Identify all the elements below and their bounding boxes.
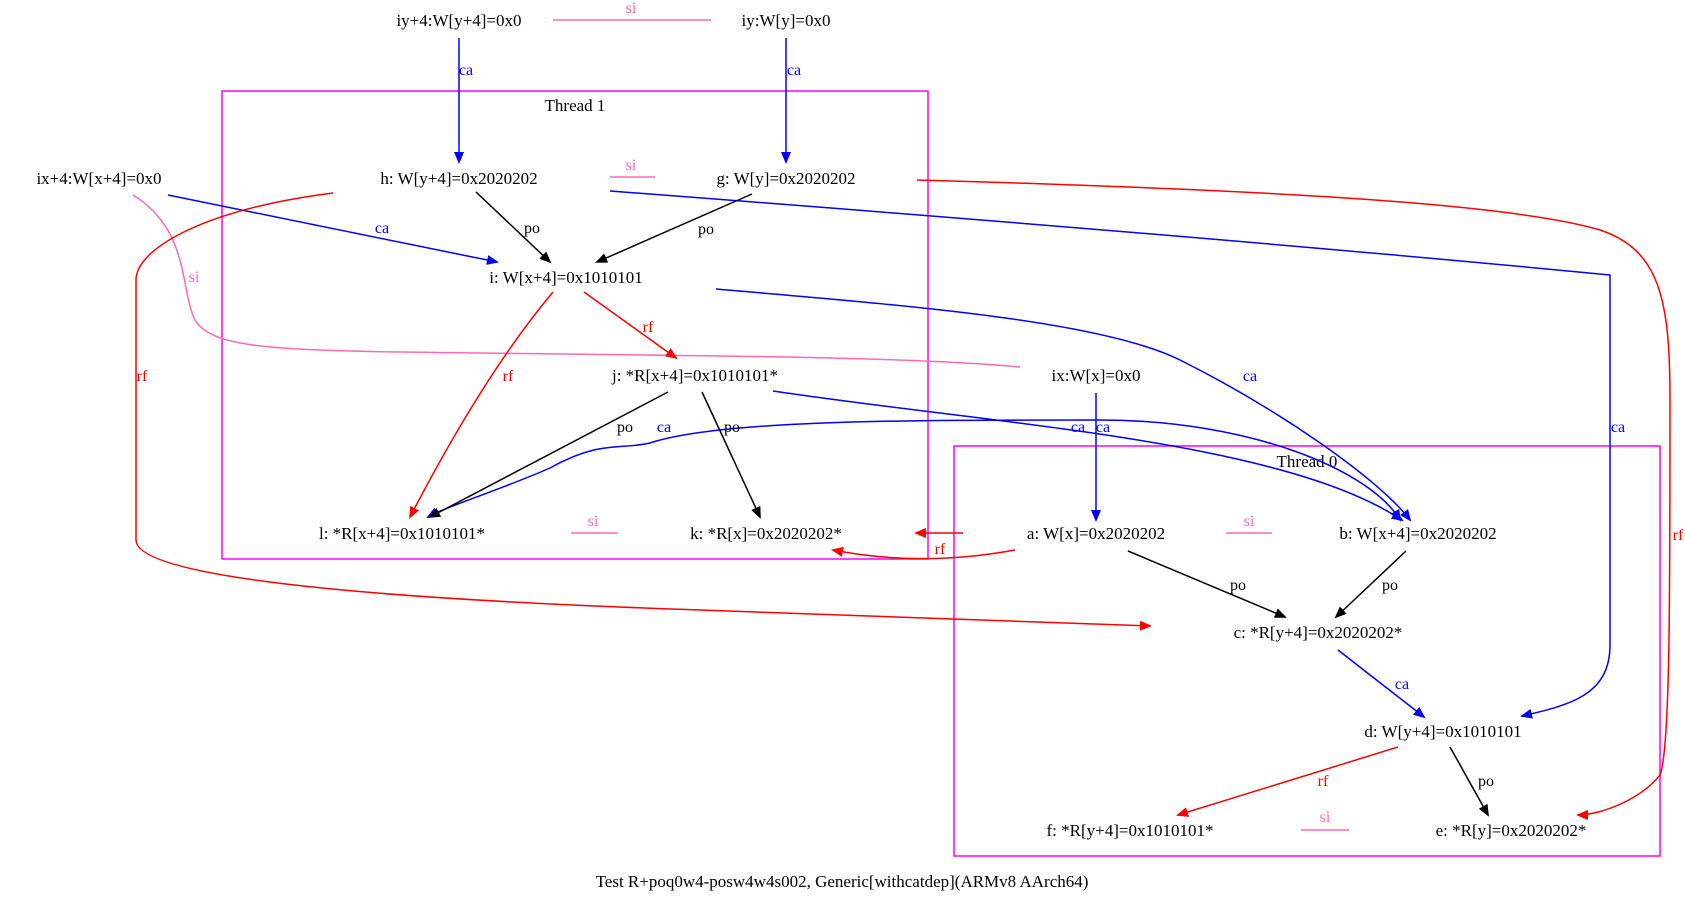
po-label: po (1230, 577, 1246, 594)
rf-edge-i-l (409, 291, 554, 519)
po-label: po (724, 419, 740, 436)
ca-label: ca (787, 62, 801, 79)
thread-1-cluster (221, 90, 929, 560)
node-ix: ix:W[x]=0x0 (1052, 366, 1141, 385)
node-ix4: ix+4:W[x+4]=0x0 (36, 169, 161, 188)
ca-label: ca (1395, 676, 1409, 693)
node-f: f: *R[y+4]=0x1010101* (1047, 821, 1214, 840)
rf-edge-d-f (1176, 746, 1399, 817)
ca-label: ca (1611, 419, 1625, 436)
po-edge-h-i (475, 191, 552, 264)
ca-edge-h-d (609, 190, 1611, 719)
ca-label: ca (375, 220, 389, 237)
ca-label: ca (1243, 368, 1257, 385)
ca-edge-ix4-i (167, 194, 499, 265)
rf-label: rf (1318, 773, 1329, 790)
ca-label: ca (1071, 419, 1085, 436)
node-b: b: W[x+4]=0x2020202 (1339, 524, 1496, 543)
node-k: k: *R[x]=0x2020202* (690, 524, 842, 543)
ca-label: ca (459, 62, 473, 79)
node-i: i: W[x+4]=0x1010101 (489, 268, 642, 287)
node-iy: iy:W[y]=0x0 (742, 11, 831, 30)
ca-edge-i-b (715, 288, 1412, 522)
po-edge-a-c (1127, 550, 1287, 618)
po-edge-j-k (701, 391, 761, 519)
po-label: po (524, 220, 540, 237)
rf-label: rf (137, 368, 148, 385)
si-label: si (626, 157, 637, 174)
po-label: po (1382, 577, 1398, 594)
node-iy4: iy+4:W[y+4]=0x0 (396, 11, 521, 30)
po-edge-j-l (428, 391, 669, 518)
si-label: si (588, 513, 599, 530)
node-c: c: *R[y+4]=0x2020202* (1234, 623, 1403, 642)
ca-edge-c-d (1337, 649, 1426, 719)
rf-label: rf (1673, 527, 1684, 544)
po-edge-g-i (595, 193, 753, 263)
rf-edge-g-e (916, 179, 1671, 820)
ca-edge-b-l (426, 419, 1101, 518)
node-a: a: W[x]=0x2020202 (1027, 524, 1165, 543)
ca-label: ca (657, 419, 671, 436)
ca-edge-j-b (772, 390, 1404, 522)
rf-edge-a-k (831, 546, 1016, 560)
si-label: si (1320, 809, 1331, 826)
node-h: h: W[y+4]=0x2020202 (380, 169, 537, 188)
si-label: si (189, 269, 200, 286)
rf-label: rf (935, 541, 946, 558)
si-label: si (626, 0, 637, 17)
ca-edge-ix-b (1099, 419, 1402, 522)
rf-edge-i-j (583, 291, 678, 360)
po-edge-b-c (1334, 550, 1407, 619)
po-label: po (617, 419, 633, 436)
ca-label: ca (1096, 419, 1110, 436)
rf-edge-h-c (135, 192, 1152, 631)
thread-1-label: Thread 1 (545, 96, 606, 115)
node-e: e: *R[y]=0x2020202* (1436, 821, 1587, 840)
node-g: g: W[y]=0x2020202 (716, 169, 855, 188)
po-edge-d-e (1449, 746, 1489, 817)
node-j: j: *R[x+4]=0x1010101* (611, 366, 778, 385)
diagram-caption: Test R+poq0w4-posw4w4s002, Generic[withc… (596, 872, 1089, 891)
node-l: l: *R[x+4]=0x1010101* (319, 524, 485, 543)
thread-0-cluster (953, 445, 1661, 857)
po-label: po (698, 221, 714, 238)
rf-label: rf (503, 368, 514, 385)
si-edge-ix4-ix (132, 194, 1021, 368)
po-label: po (1478, 773, 1494, 790)
thread-0-label: Thread 0 (1277, 452, 1338, 471)
si-label: si (1244, 513, 1255, 530)
rf-label: rf (643, 319, 654, 336)
node-d: d: W[y+4]=0x1010101 (1364, 722, 1521, 741)
